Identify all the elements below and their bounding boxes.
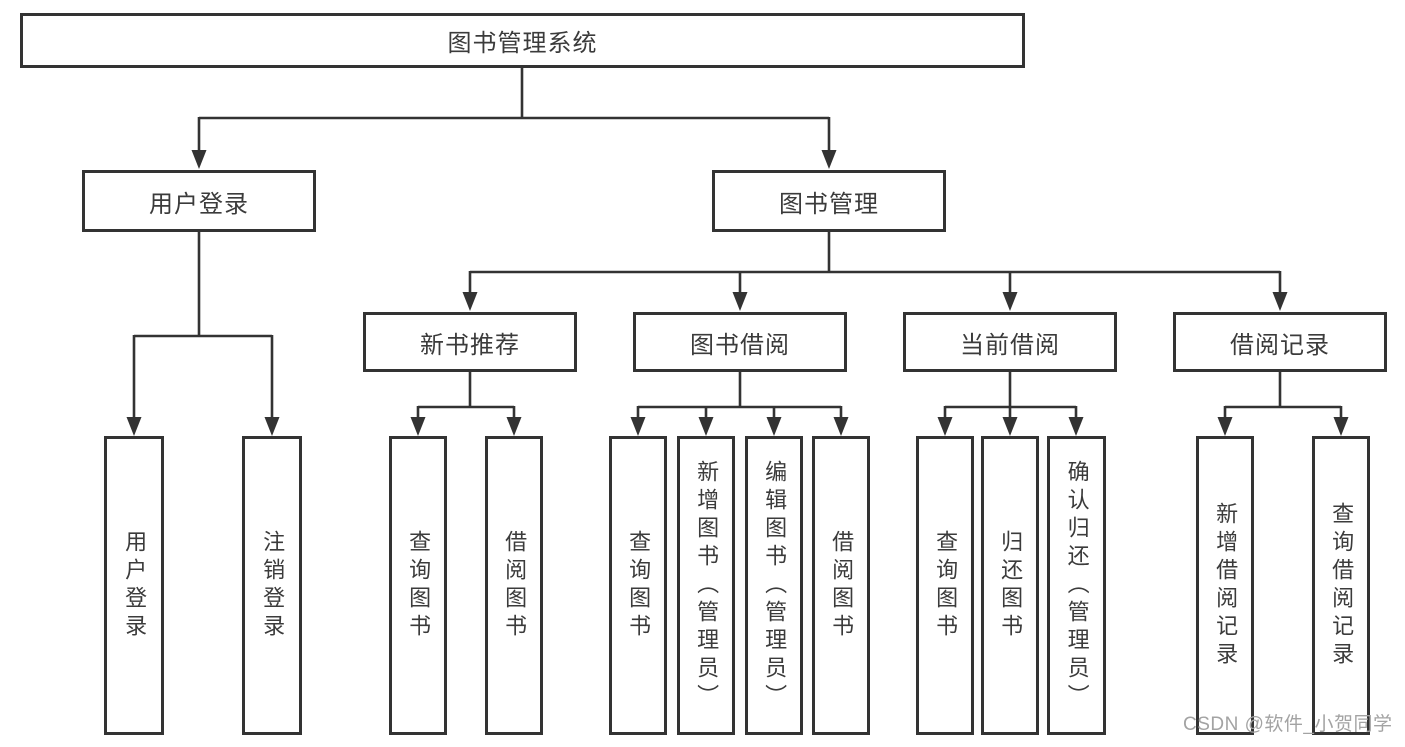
node-book-management-label: 图书管理 [779, 190, 879, 218]
node-book-management: 图书管理 [712, 170, 946, 232]
leaf-borrow-books-1-label: 借阅图书 [502, 529, 528, 642]
leaf-user-login: 用户登录 [104, 436, 164, 735]
node-book-borrow: 图书借阅 [633, 312, 847, 372]
leaf-add-books-admin-label: 新增图书（管理员） [694, 459, 720, 712]
node-new-book-recommend-label: 新书推荐 [420, 331, 520, 359]
leaf-return-books-label: 归还图书 [998, 529, 1024, 642]
leaf-query-books-3: 查询图书 [916, 436, 974, 735]
node-user-login-label: 用户登录 [149, 190, 249, 218]
leaf-logout-label: 注销登录 [260, 529, 286, 642]
leaf-confirm-return-admin-label: 确认归还（管理员） [1064, 459, 1090, 712]
node-book-borrow-label: 图书借阅 [690, 331, 790, 359]
leaf-borrow-books-2: 借阅图书 [812, 436, 870, 735]
node-new-book-recommend: 新书推荐 [363, 312, 577, 372]
node-root-system: 图书管理系统 [20, 13, 1025, 68]
leaf-query-books-3-label: 查询图书 [933, 529, 959, 642]
node-borrow-records-label: 借阅记录 [1230, 331, 1330, 359]
leaf-query-borrow-record: 查询借阅记录 [1312, 436, 1370, 735]
node-current-borrow: 当前借阅 [903, 312, 1117, 372]
leaf-add-books-admin: 新增图书（管理员） [677, 436, 735, 735]
csdn-watermark: CSDN @软件_小贺同学 [1183, 714, 1393, 735]
leaf-query-books-1: 查询图书 [389, 436, 447, 735]
leaf-query-books-2: 查询图书 [609, 436, 667, 735]
leaf-query-books-1-label: 查询图书 [406, 529, 432, 642]
node-user-login: 用户登录 [82, 170, 316, 232]
leaf-query-borrow-record-label: 查询借阅记录 [1329, 501, 1355, 670]
leaf-edit-books-admin-label: 编辑图书（管理员） [762, 459, 788, 712]
node-current-borrow-label: 当前借阅 [960, 331, 1060, 359]
leaf-query-books-2-label: 查询图书 [626, 529, 652, 642]
leaf-add-borrow-record: 新增借阅记录 [1196, 436, 1254, 735]
leaf-confirm-return-admin: 确认归还（管理员） [1047, 436, 1106, 735]
node-borrow-records: 借阅记录 [1173, 312, 1387, 372]
node-root-label: 图书管理系统 [447, 30, 598, 57]
leaf-logout: 注销登录 [242, 436, 302, 735]
leaf-add-borrow-record-label: 新增借阅记录 [1213, 501, 1239, 670]
leaf-borrow-books-2-label: 借阅图书 [829, 529, 855, 642]
leaf-return-books: 归还图书 [981, 436, 1039, 735]
leaf-edit-books-admin: 编辑图书（管理员） [745, 436, 803, 735]
leaf-borrow-books-1: 借阅图书 [485, 436, 543, 735]
leaf-user-login-label: 用户登录 [122, 529, 148, 642]
